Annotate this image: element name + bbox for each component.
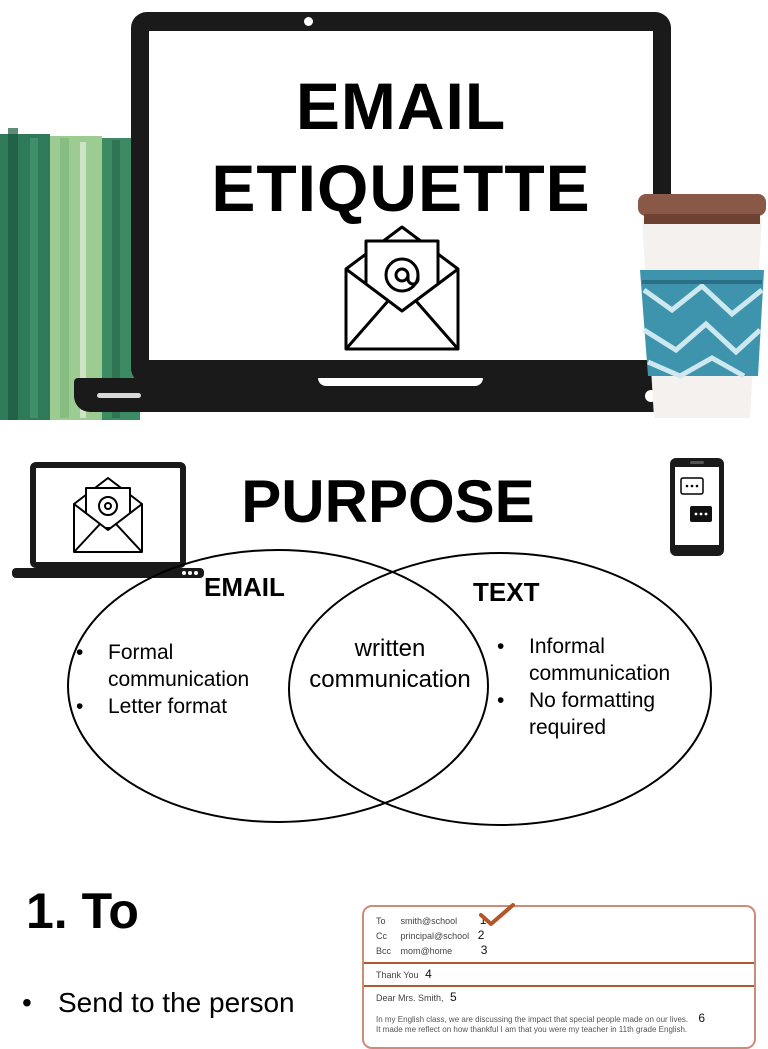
step-heading: 1. To bbox=[26, 883, 139, 939]
subject-value: Thank You bbox=[376, 970, 419, 980]
venn-overlap: written communication bbox=[296, 633, 484, 695]
venn-label-email: EMAIL bbox=[204, 572, 285, 602]
venn-text-circle bbox=[288, 552, 712, 826]
laptop-vent bbox=[97, 393, 141, 398]
list-item: Letter format bbox=[76, 693, 286, 720]
email-body-line: It made me reflect on how thankful I am … bbox=[376, 1025, 688, 1034]
to-value: smith@school bbox=[400, 916, 458, 926]
email-subject-row: Thank You 4 bbox=[364, 964, 754, 985]
email-greeting-row: Dear Mrs. Smith, 5 bbox=[364, 987, 754, 1007]
coffee-cup-illustration bbox=[638, 194, 766, 418]
purpose-title: PURPOSE bbox=[241, 468, 535, 535]
cc-label: Cc bbox=[376, 931, 387, 941]
email-cc-row: Cc principal@school 2 bbox=[376, 928, 754, 943]
cc-value: principal@school bbox=[400, 931, 470, 941]
checkmark-icon bbox=[479, 903, 515, 926]
annotation-number: 1 bbox=[479, 913, 487, 927]
title-email: EMAIL bbox=[295, 69, 507, 143]
email-traits-list: Formal communication Letter format bbox=[76, 639, 286, 720]
list-item: Send to the person bbox=[22, 984, 342, 1022]
list-item: Formal communication bbox=[76, 639, 286, 693]
overlap-line: communication bbox=[309, 666, 471, 693]
list-item: Informal communication bbox=[497, 633, 697, 687]
email-envelope-icon bbox=[344, 225, 460, 351]
laptop-notch bbox=[318, 378, 483, 386]
body-line-text: In my English class, we are discussing t… bbox=[376, 1015, 689, 1024]
venn-email-circle bbox=[67, 549, 489, 823]
annotation-number: 2 bbox=[477, 928, 485, 942]
annotation-number: 5 bbox=[450, 990, 457, 1004]
venn-diagram bbox=[67, 549, 712, 826]
list-item: No formatting required bbox=[497, 687, 697, 741]
bcc-label: Bcc bbox=[376, 946, 392, 956]
text-traits-list: Informal communication No formatting req… bbox=[497, 633, 697, 741]
overlap-line: written bbox=[354, 635, 426, 662]
annotation-number: 6 bbox=[698, 1011, 706, 1025]
email-body-line: In my English class, we are discussing t… bbox=[376, 1011, 754, 1025]
email-bcc-row: Bcc mom@home 3 bbox=[376, 943, 754, 958]
laptop-camera bbox=[304, 17, 313, 26]
step-bullets: Send to the person bbox=[22, 984, 342, 1022]
annotation-number: 4 bbox=[425, 967, 432, 981]
greeting-text: Dear Mrs. Smith, bbox=[376, 993, 444, 1003]
email-to-row: To smith@school 1 bbox=[376, 913, 754, 928]
to-label: To bbox=[376, 916, 386, 926]
card-divider bbox=[364, 985, 754, 987]
phone-message-icon bbox=[670, 458, 724, 556]
venn-label-text: TEXT bbox=[473, 577, 540, 607]
annotation-number: 3 bbox=[480, 943, 488, 957]
card-divider bbox=[364, 962, 754, 964]
title-etiquette: ETIQUETTE bbox=[211, 151, 591, 225]
bcc-value: mom@home bbox=[400, 946, 453, 956]
email-example-card: To smith@school 1 Cc principal@school 2 … bbox=[362, 905, 756, 1049]
